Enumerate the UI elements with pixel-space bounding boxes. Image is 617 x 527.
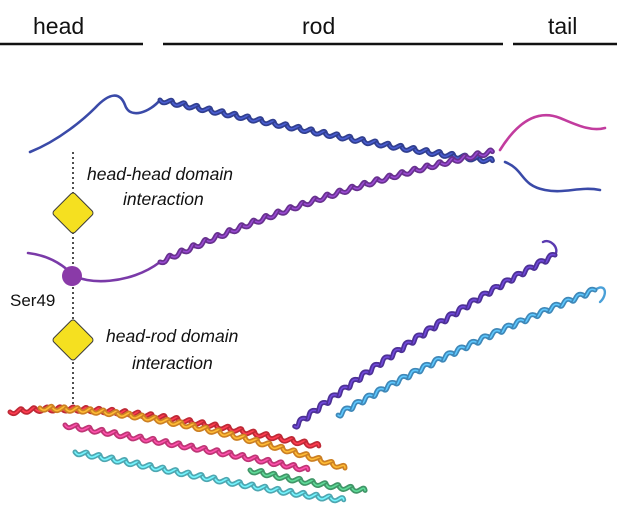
helix-highlight	[478, 149, 494, 157]
tail-region-label: tail	[548, 13, 577, 39]
purple-chain-head	[26, 251, 162, 283]
helix-coils	[7, 97, 598, 504]
head-rod-label-line1: head-rod domain	[106, 326, 238, 346]
ser49-site-dot	[62, 266, 82, 286]
magenta-chain-tail	[498, 113, 607, 152]
helix-highlight	[294, 466, 309, 471]
sky-chain-tail	[593, 286, 607, 304]
head-head-label-line1: head-head domain	[87, 164, 233, 184]
helix-highlight	[330, 496, 345, 502]
helix-highlight	[351, 487, 366, 493]
helix-highlight	[478, 157, 494, 163]
head-head-interaction-diamond	[52, 192, 94, 234]
helix-highlight	[293, 417, 306, 428]
head-rod-interaction-diamond	[52, 319, 94, 361]
head-head-label-line2: interaction	[123, 189, 204, 209]
head-rod-label-line2: interaction	[132, 353, 213, 373]
rod-region-label: rod	[302, 13, 335, 39]
helix-highlight	[305, 442, 320, 447]
ser49-label: Ser49	[10, 291, 55, 310]
orange-chain-helix	[40, 408, 345, 468]
sky-chain-helix	[330, 290, 595, 420]
helix-highlight	[337, 407, 351, 417]
head-region-label: head	[33, 13, 84, 39]
blue-chain-head-loop	[28, 94, 162, 154]
helix-highlight	[331, 463, 346, 469]
blue-chain-tail	[503, 160, 602, 193]
